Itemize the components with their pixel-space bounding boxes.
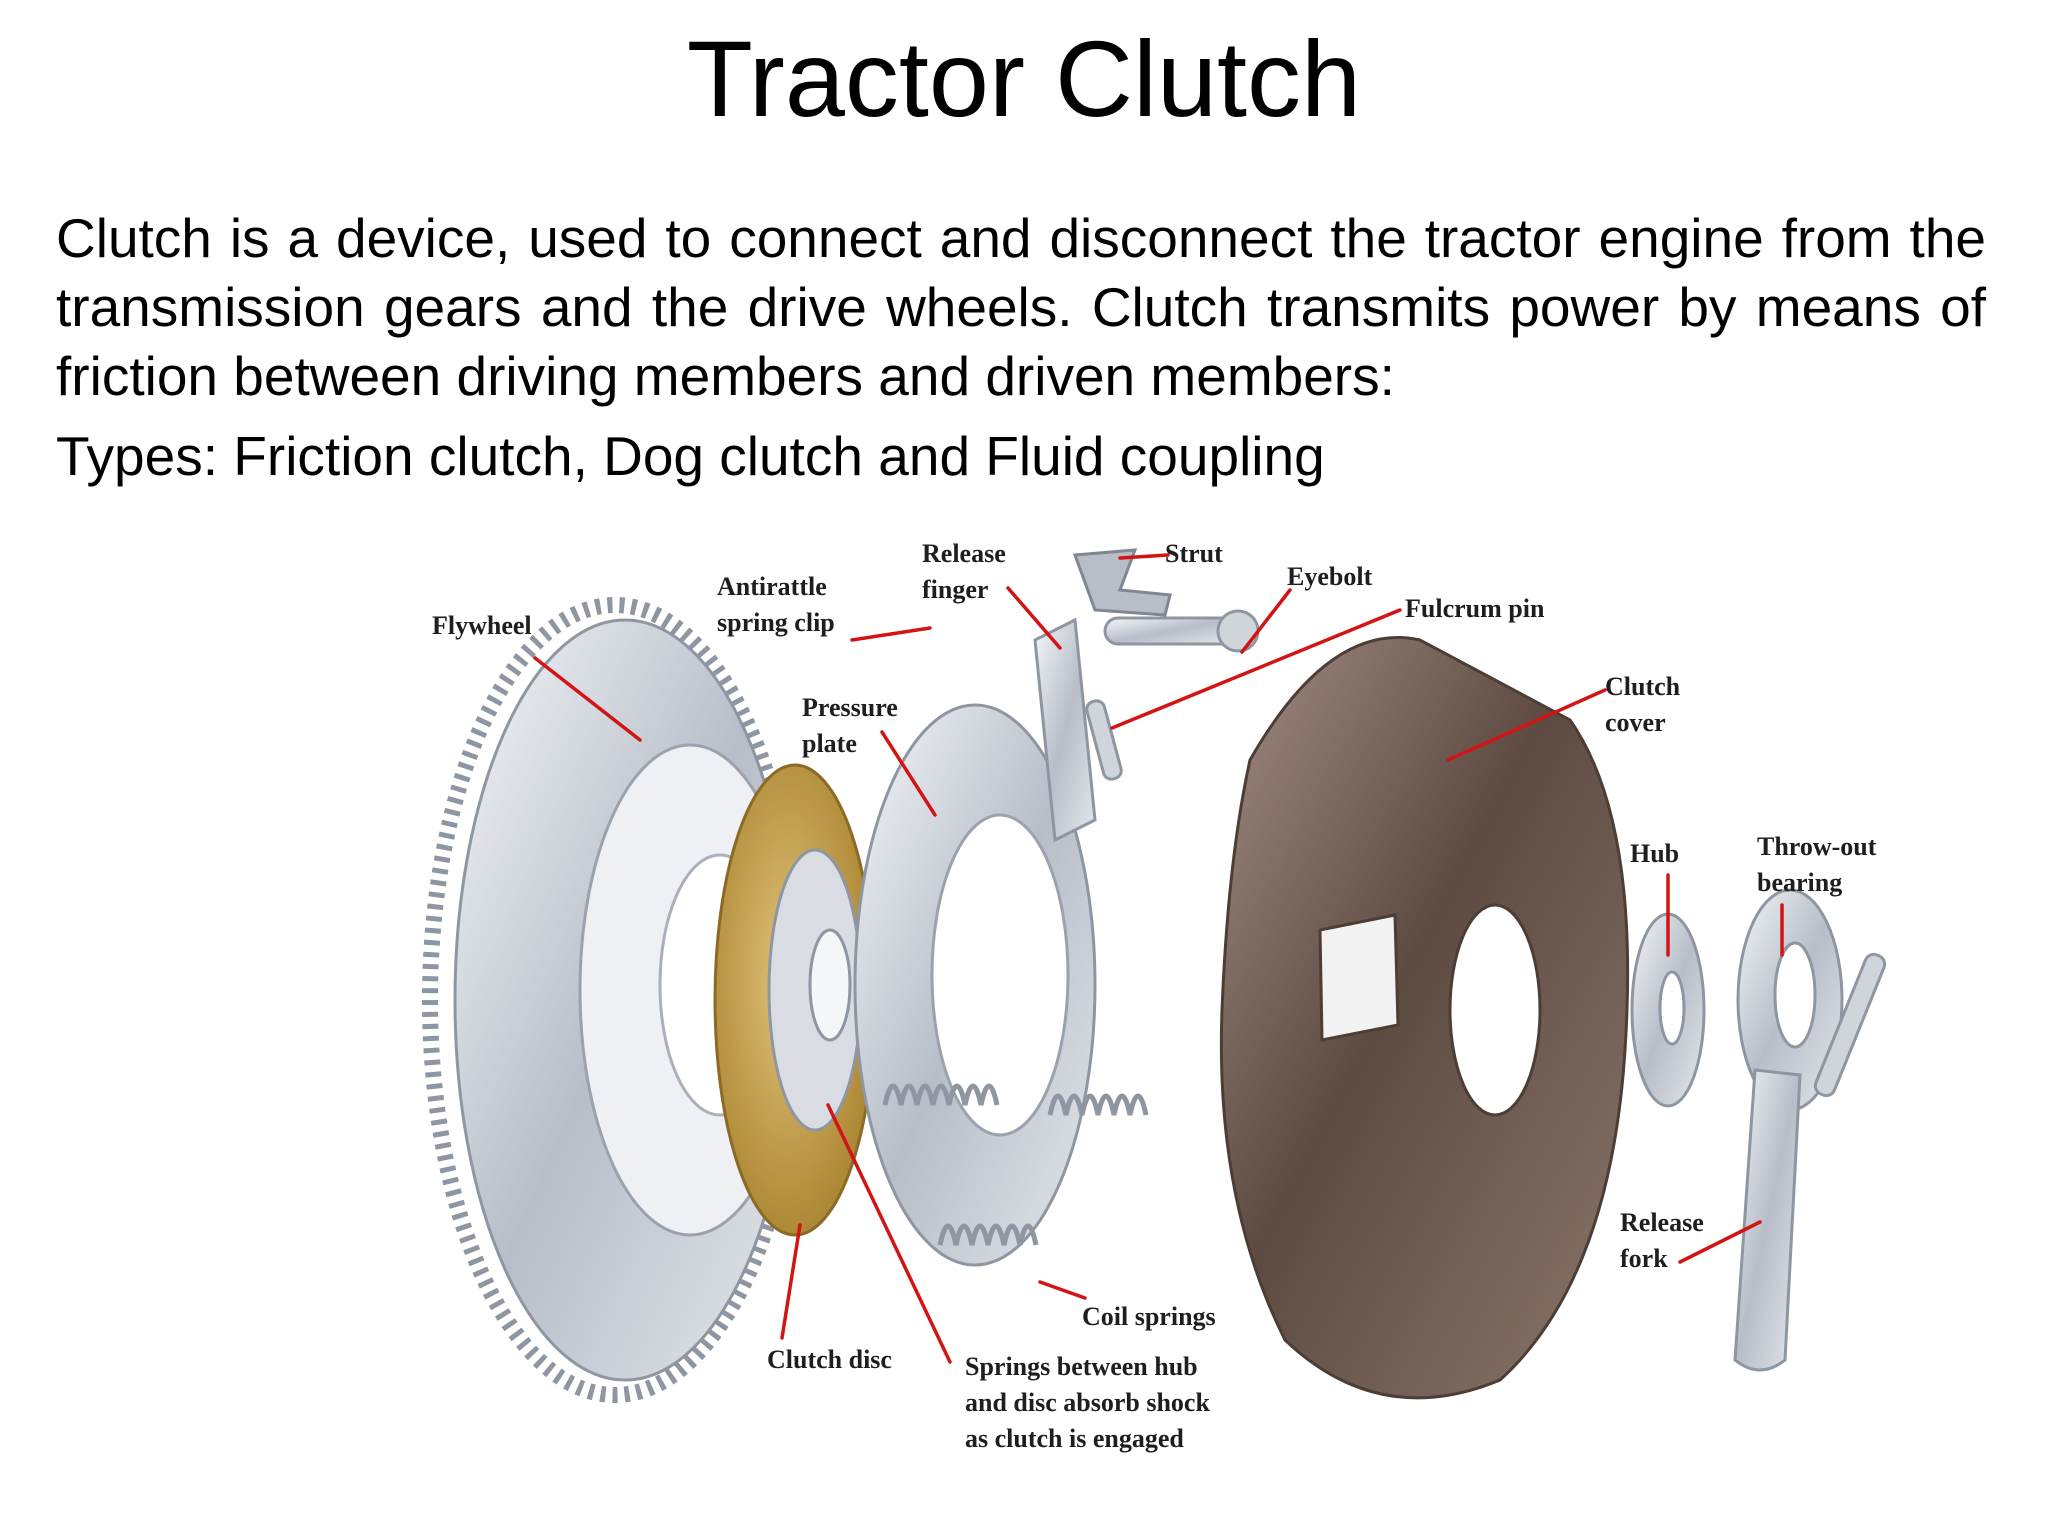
release-finger-part: [1033, 548, 1260, 843]
label-pressure-plate-line1: Pressure: [802, 693, 898, 722]
label-strut: Strut: [1165, 539, 1223, 568]
label-springs-note-line3: as clutch is engaged: [965, 1424, 1184, 1453]
label-release-fork-line1: Release: [1620, 1208, 1704, 1237]
label-release-fork-line2: fork: [1620, 1244, 1668, 1273]
leader-flywheel: [533, 656, 642, 742]
label-antirattle-line2: spring clip: [717, 608, 835, 637]
leader-clutch-disc: [780, 1223, 802, 1340]
label-pressure-plate-line2: plate: [802, 729, 857, 758]
label-springs-note-line2: and disc absorb shock: [965, 1388, 1210, 1417]
label-clutch-cover-line2: cover: [1605, 708, 1666, 737]
description-paragraph: Clutch is a device, used to connect and …: [56, 207, 1986, 407]
label-throwout-line2: bearing: [1757, 868, 1842, 897]
label-clutch-disc: Clutch disc: [767, 1345, 892, 1374]
leader-eyebolt: [1240, 588, 1292, 654]
types-line: Types: Friction clutch, Dog clutch and F…: [56, 425, 1325, 487]
leader-lines: [533, 553, 1784, 1364]
label-flywheel: Flywheel: [432, 611, 532, 640]
leader-pressure-plate: [880, 730, 937, 817]
leader-coil-springs: [1038, 1280, 1087, 1300]
label-throwout-line1: Throw-out: [1757, 832, 1877, 861]
label-release-finger-line2: finger: [922, 575, 988, 604]
clutch-disc-part: [713, 763, 877, 1237]
label-fulcrum-pin: Fulcrum pin: [1405, 594, 1545, 623]
leader-antirattle: [850, 626, 932, 642]
leader-release-fork: [1678, 1220, 1762, 1264]
release-fork-part: [1733, 952, 1887, 1372]
leader-fulcrum-pin: [1110, 608, 1402, 730]
label-hub: Hub: [1630, 839, 1679, 868]
label-release-finger-line1: Release: [922, 539, 1006, 568]
label-clutch-cover-line1: Clutch: [1605, 672, 1681, 701]
label-springs-note-line1: Springs between hub: [965, 1352, 1198, 1381]
diagram-labels: Flywheel Antirattle spring clip Release …: [432, 539, 1877, 1453]
coil-springs-part: [882, 1083, 1149, 1246]
throwout-bearing-part: [1736, 888, 1844, 1112]
slide-title: Tractor Clutch: [686, 18, 1362, 139]
leader-clutch-cover: [1446, 688, 1607, 762]
label-coil-springs: Coil springs: [1082, 1302, 1216, 1331]
leader-release-finger: [1006, 586, 1062, 650]
label-eyebolt: Eyebolt: [1287, 562, 1373, 591]
pressure-plate-part: [853, 703, 1097, 1267]
leader-strut: [1118, 553, 1170, 560]
label-antirattle-line1: Antirattle: [717, 572, 827, 601]
leader-springs-note: [826, 1103, 952, 1364]
clutch-cover-part: [1219, 636, 1630, 1400]
